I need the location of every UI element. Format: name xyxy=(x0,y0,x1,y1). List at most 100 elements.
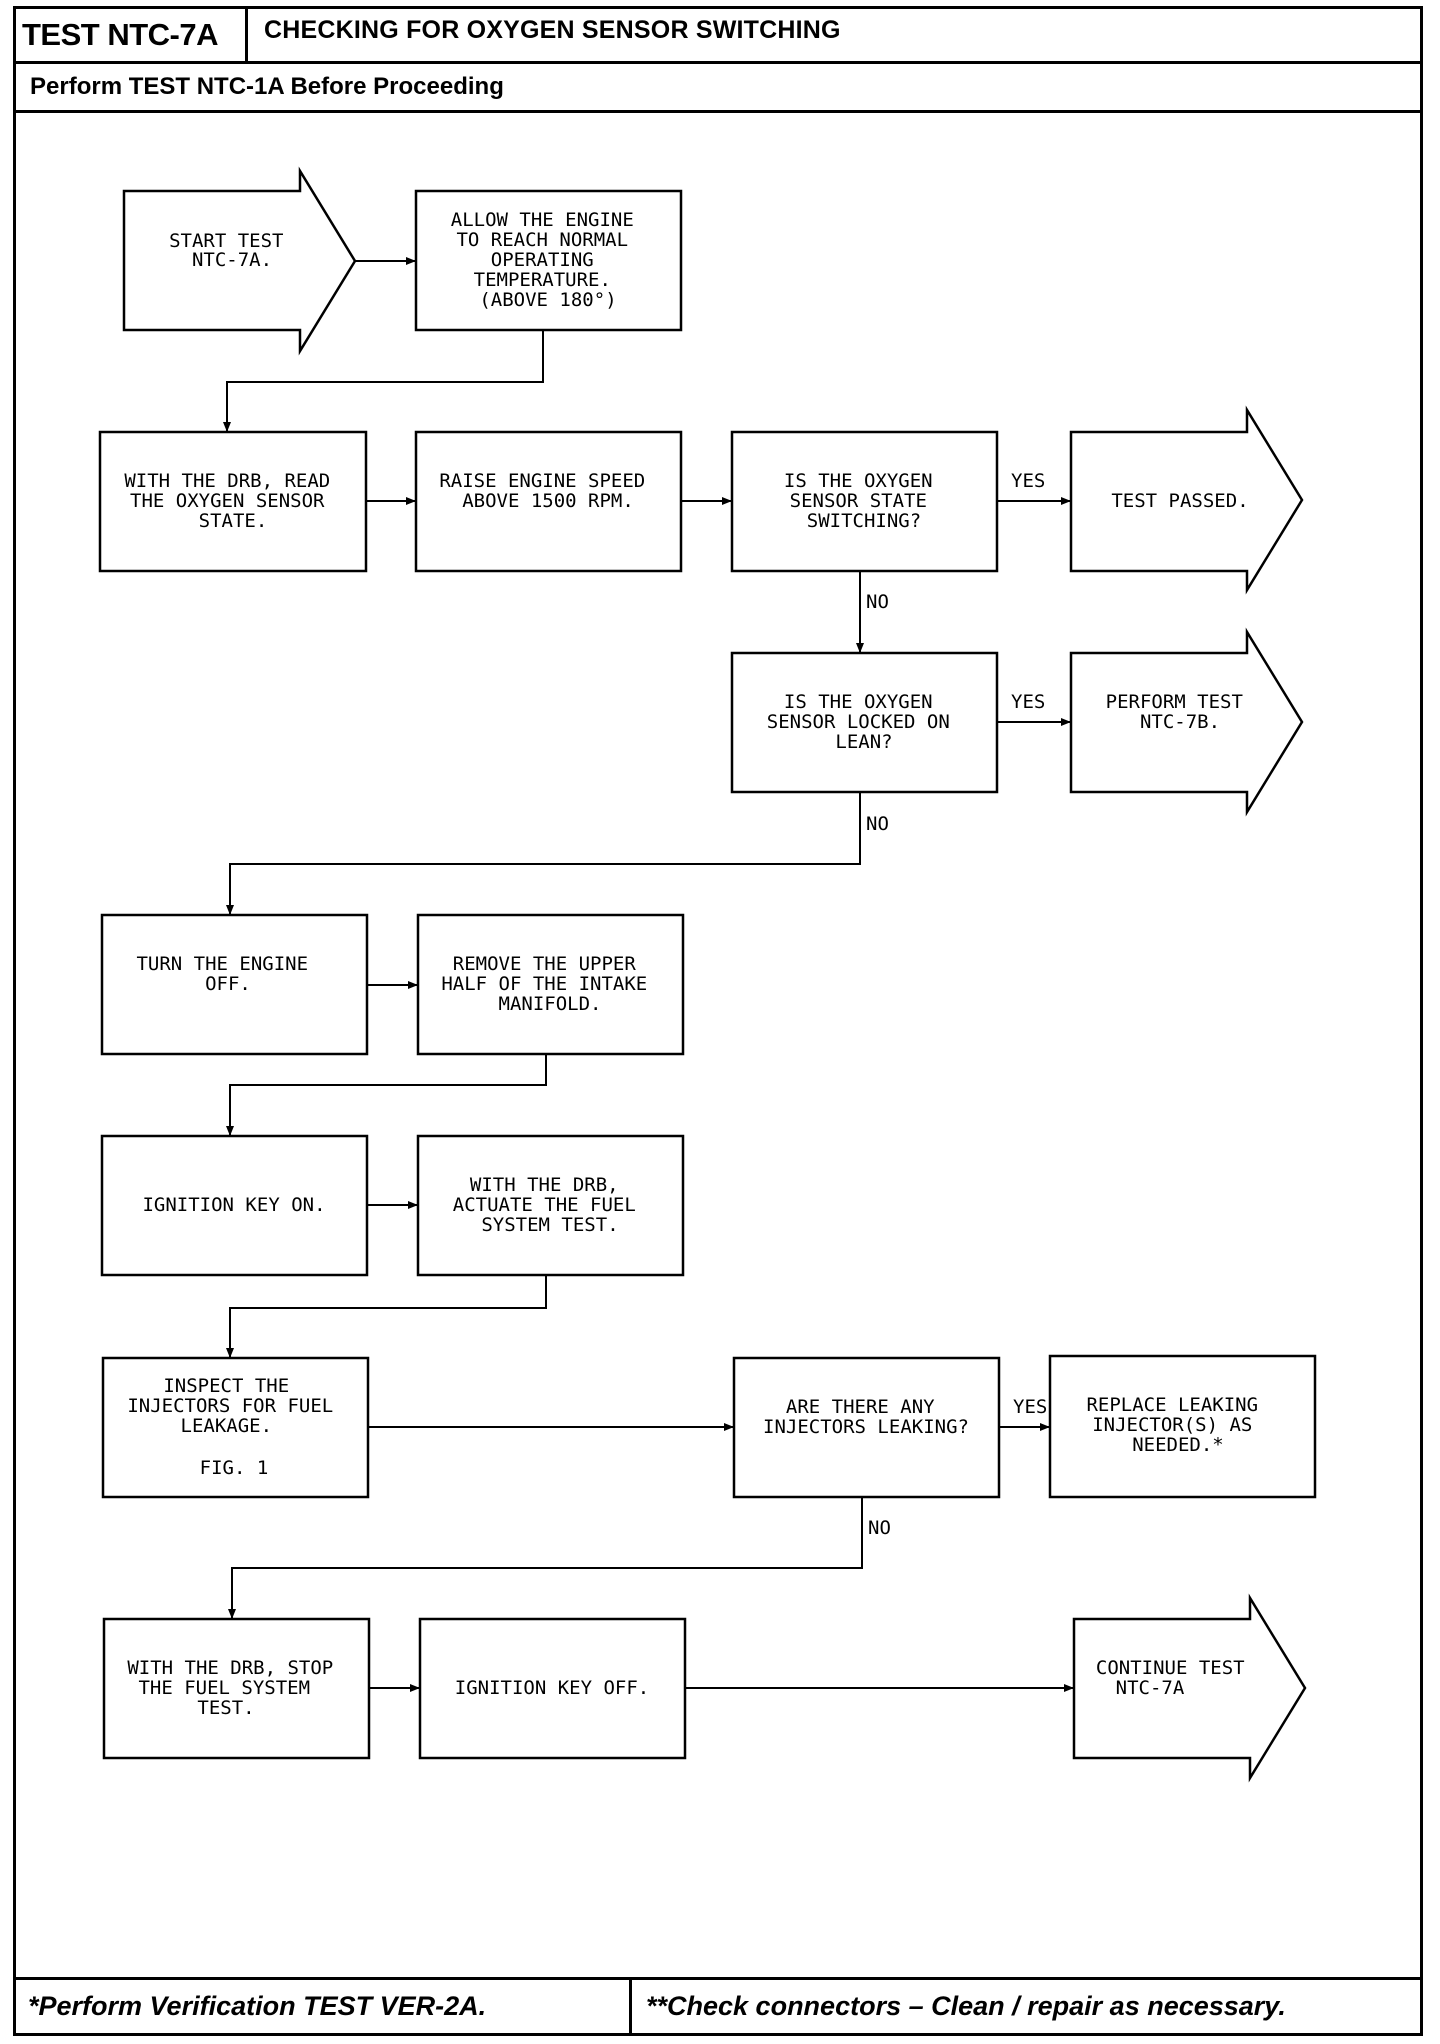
key-off-line: IGNITION KEY OFF. xyxy=(455,1677,649,1699)
raise-speed-line: ABOVE 1500 RPM. xyxy=(462,490,634,512)
leaking-question-text: ARE THERE ANY INJECTORS LEAKING? xyxy=(763,1396,969,1438)
replace-injectors-line: INJECTOR(S) AS xyxy=(1092,1414,1252,1436)
locked-lean-line: SENSOR LOCKED ON xyxy=(767,711,950,733)
start-line: START TEST xyxy=(169,230,283,252)
test-passed-text: TEST PASSED. xyxy=(1111,490,1248,512)
read-o2-line: STATE. xyxy=(199,510,268,532)
start-line: NTC-7A. xyxy=(192,249,272,271)
warmup-line: (ABOVE 180°) xyxy=(479,289,616,311)
inspect-injectors-line: LEAKAGE. xyxy=(181,1415,273,1437)
replace-injectors-line: NEEDED.* xyxy=(1132,1434,1224,1456)
inspect-injectors-line: INJECTORS FOR FUEL xyxy=(127,1395,333,1417)
verification-note: *Perform Verification TEST VER-2A. xyxy=(16,1980,632,2033)
perform-7b-line: PERFORM TEST xyxy=(1106,691,1243,713)
leaking-question-line: ARE THERE ANY xyxy=(786,1396,935,1418)
no-label-locked: NO xyxy=(866,813,889,835)
inspect-figure-ref: FIG. 1 xyxy=(200,1457,269,1479)
locked-lean-question-box xyxy=(730,651,999,794)
replace-injectors-text: REPLACE LEAKING INJECTOR(S) AS NEEDED.* xyxy=(1086,1394,1269,1456)
yes-label-locked: YES xyxy=(1011,691,1045,713)
test-passed-line: TEST PASSED. xyxy=(1111,490,1248,512)
stop-fuel-text: WITH THE DRB, STOP THE FUEL SYSTEM TEST. xyxy=(127,1657,344,1719)
locked-lean-line: LEAN? xyxy=(835,731,892,753)
engine-off-box xyxy=(100,913,369,1056)
read-o2-line: WITH THE DRB, READ xyxy=(124,470,330,492)
locked-lean-line: IS THE OXYGEN xyxy=(784,691,933,713)
test-id: TEST NTC-7A xyxy=(16,9,248,61)
engine-off-text: TURN THE ENGINE OFF. xyxy=(136,953,319,995)
connector-remove-key-on xyxy=(226,1054,547,1136)
key-on-text: IGNITION KEY ON. xyxy=(142,1194,325,1216)
switching-question-line: SENSOR STATE xyxy=(790,490,927,512)
header-row: TEST NTC-7A CHECKING FOR OXYGEN SENSOR S… xyxy=(16,9,1420,64)
continue-arrow-shape xyxy=(1072,1593,1307,1783)
switching-question-box xyxy=(730,430,999,573)
leaking-question-line: INJECTORS LEAKING? xyxy=(763,1416,969,1438)
no-label-switching: NO xyxy=(866,591,889,613)
key-on-box xyxy=(100,1134,369,1277)
stop-fuel-line: THE FUEL SYSTEM xyxy=(138,1677,310,1699)
perform-7b-text: PERFORM TEST NTC-7B. xyxy=(1106,691,1255,733)
replace-injectors-line: REPLACE LEAKING xyxy=(1086,1394,1258,1416)
inspect-injectors-box xyxy=(101,1356,370,1499)
connector-actuate-inspect xyxy=(226,1275,547,1358)
connector-note: **Check connectors – Clean / repair as n… xyxy=(646,1991,1286,2021)
switching-question-line: IS THE OXYGEN xyxy=(784,470,933,492)
prerequisite-note: Perform TEST NTC-1A Before Proceeding xyxy=(30,73,504,100)
remove-manifold-box xyxy=(416,913,685,1056)
raise-speed-line: RAISE ENGINE SPEED xyxy=(439,470,645,492)
continue-line: NTC-7A xyxy=(1116,1677,1185,1699)
key-off-box xyxy=(418,1617,687,1760)
warmup-line: OPERATING xyxy=(491,249,594,271)
stop-fuel-line: WITH THE DRB, STOP xyxy=(127,1657,333,1679)
raise-speed-text: RAISE ENGINE SPEED ABOVE 1500 RPM. xyxy=(439,470,656,512)
perform-7b-arrow-shape xyxy=(1069,627,1304,817)
actuate-fuel-box xyxy=(416,1134,685,1277)
connector-leaking-stop xyxy=(228,1497,863,1619)
actuate-fuel-line: ACTUATE THE FUEL xyxy=(453,1194,636,1216)
yes-label-leaking: YES xyxy=(1013,1396,1047,1418)
start-arrow-shape xyxy=(122,166,357,356)
start-text: START TEST NTC-7A. xyxy=(169,230,295,271)
read-o2-box xyxy=(98,430,368,573)
footer-row: *Perform Verification TEST VER-2A. **Che… xyxy=(16,1977,1420,2033)
switching-question-text: IS THE OXYGEN SENSOR STATE SWITCHING? xyxy=(784,470,944,532)
remove-manifold-line: HALF OF THE INTAKE xyxy=(441,973,647,995)
continue-text: CONTINUE TEST NTC-7A xyxy=(1096,1657,1256,1699)
yes-label-switching: YES xyxy=(1011,470,1045,492)
prerequisite-row: Perform TEST NTC-1A Before Proceeding xyxy=(16,64,1420,113)
key-off-text: IGNITION KEY OFF. xyxy=(455,1677,649,1699)
connector-locked-engine-off xyxy=(226,792,861,915)
locked-lean-question-text: IS THE OXYGEN SENSOR LOCKED ON LEAN? xyxy=(767,691,961,753)
warmup-text: ALLOW THE ENGINE TO REACH NORMAL OPERATI… xyxy=(451,209,645,311)
raise-speed-box xyxy=(414,430,683,573)
warmup-box xyxy=(414,189,683,332)
engine-off-line: OFF. xyxy=(205,973,251,995)
remove-manifold-line: REMOVE THE UPPER xyxy=(453,953,637,975)
stop-fuel-line: TEST. xyxy=(197,1697,254,1719)
continue-line: CONTINUE TEST xyxy=(1096,1657,1245,1679)
engine-off-line: TURN THE ENGINE xyxy=(136,953,308,975)
switching-question-line: SWITCHING? xyxy=(807,510,921,532)
warmup-line: TO REACH NORMAL xyxy=(456,229,628,251)
read-o2-text: WITH THE DRB, READ THE OXYGEN SENSOR STA… xyxy=(124,470,341,532)
test-title: CHECKING FOR OXYGEN SENSOR SWITCHING xyxy=(264,16,841,44)
key-on-line: IGNITION KEY ON. xyxy=(142,1194,325,1216)
test-passed-arrow-shape xyxy=(1069,405,1304,595)
replace-injectors-box xyxy=(1048,1354,1317,1499)
remove-manifold-text: REMOVE THE UPPER HALF OF THE INTAKE MANI… xyxy=(441,953,658,1015)
inspect-injectors-text: INSPECT THE INJECTORS FOR FUEL LEAKAGE. … xyxy=(127,1375,344,1479)
inspect-injectors-line: INSPECT THE xyxy=(163,1375,289,1397)
warmup-line: ALLOW THE ENGINE xyxy=(451,209,634,231)
stop-fuel-box xyxy=(102,1617,371,1760)
actuate-fuel-text: WITH THE DRB, ACTUATE THE FUEL SYSTEM TE… xyxy=(453,1174,647,1236)
read-o2-line: THE OXYGEN SENSOR xyxy=(130,490,325,512)
actuate-fuel-line: SYSTEM TEST. xyxy=(481,1214,618,1236)
leaking-question-box xyxy=(732,1356,1001,1499)
perform-7b-line: NTC-7B. xyxy=(1140,711,1220,733)
connector-warmup-read xyxy=(223,330,544,432)
warmup-line: TEMPERATURE. xyxy=(474,269,611,291)
actuate-fuel-line: WITH THE DRB, xyxy=(470,1174,619,1196)
test-page: TEST NTC-7A CHECKING FOR OXYGEN SENSOR S… xyxy=(13,6,1423,2036)
remove-manifold-line: MANIFOLD. xyxy=(499,993,602,1015)
